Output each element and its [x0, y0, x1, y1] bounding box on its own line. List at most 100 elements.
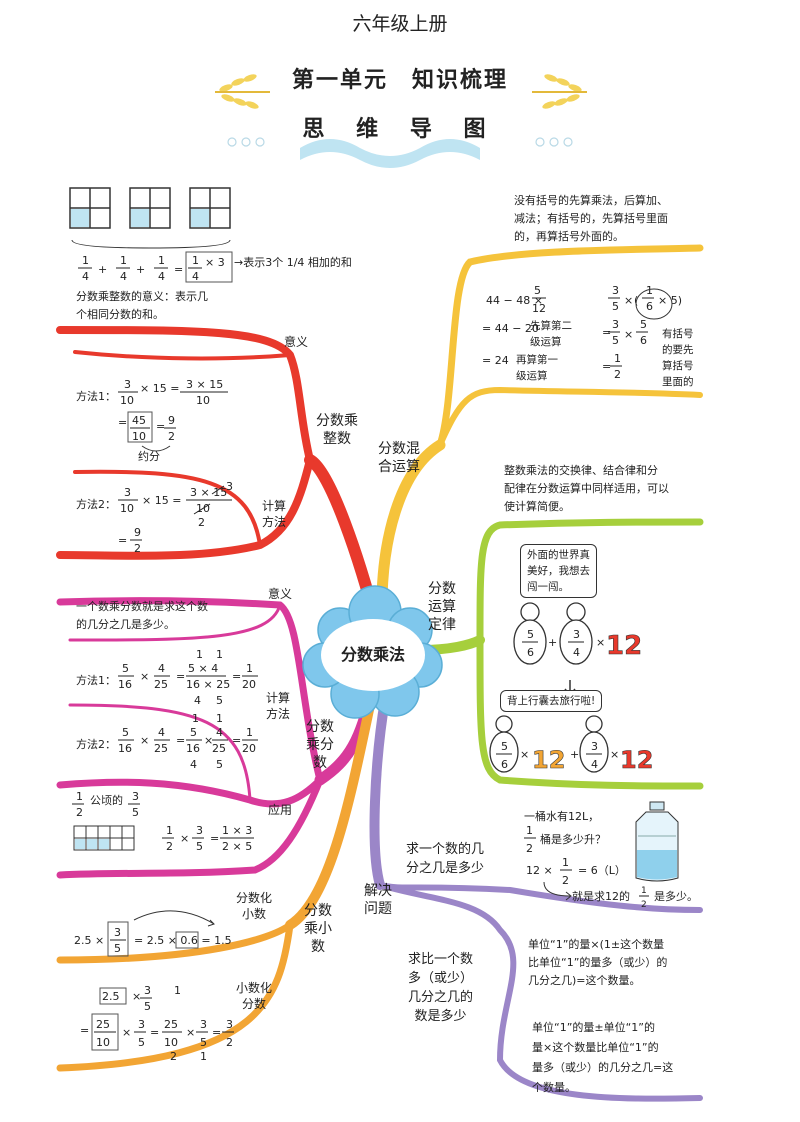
grade-title: 六年级上册 — [352, 13, 448, 35]
svg-text:1: 1 — [192, 254, 199, 267]
unit-title: 第一单元 知识梳理 — [291, 67, 508, 93]
svg-text:2 × 5: 2 × 5 — [222, 840, 252, 853]
svg-text:3: 3 — [114, 926, 121, 939]
svg-text:16: 16 — [118, 678, 132, 691]
svg-text:2: 2 — [166, 840, 173, 853]
bucket-ans: 就是求12的 — [572, 890, 630, 903]
svg-text:5: 5 — [132, 806, 139, 819]
frac-to-dec-expr: 35 — [107, 910, 215, 957]
ff-method2-label: 方法2： — [76, 738, 116, 751]
svg-text:5: 5 — [640, 318, 647, 331]
svg-text:×: × — [122, 1026, 131, 1039]
svg-text:×: × — [610, 748, 619, 761]
svg-text:1: 1 — [614, 352, 621, 365]
mindmap-title: 思 维 导 图 — [302, 116, 498, 142]
branch-orange — [56, 700, 375, 1072]
svg-text:2.5: 2.5 — [102, 990, 120, 1003]
mixed-expr-3: = 24 — [482, 354, 509, 367]
svg-text:3: 3 — [132, 790, 139, 803]
speech-bubble-2: 背上行囊去旅行啦! — [500, 690, 603, 712]
svg-text:=: = — [118, 534, 127, 547]
sub-calc-2: 计算 方法 — [266, 691, 291, 721]
svg-text:1: 1 — [216, 712, 223, 725]
svg-text:25: 25 — [96, 1018, 110, 1031]
svg-text:2: 2 — [526, 842, 533, 855]
svg-text:3: 3 — [612, 318, 619, 331]
bucket-q1: 一桶水有12L， — [524, 810, 600, 823]
note-bracket: 有括号 的要先 算括号 里面的 — [662, 328, 694, 388]
note-rule-b: 单位“1”的量±单位“1”的 量×这个数量比单位“1”的 量多（或少）的几分之几… — [532, 1021, 674, 1094]
header-decoration — [215, 74, 587, 168]
svg-text:1: 1 — [646, 284, 653, 297]
svg-text:=: = — [210, 832, 219, 845]
svg-text:3 × 15: 3 × 15 — [190, 486, 227, 499]
svg-text:3: 3 — [138, 1018, 145, 1031]
svg-text:6: 6 — [501, 758, 508, 771]
svg-text:9: 9 — [134, 526, 141, 539]
svg-text:5: 5 — [612, 334, 619, 347]
sub-frac-to-dec: 分数化 小数 — [236, 891, 273, 921]
svg-text:5: 5 — [216, 694, 223, 707]
bucket-expr: 12 × — [526, 864, 553, 877]
svg-text:10: 10 — [196, 394, 210, 407]
svg-text:1: 1 — [166, 824, 173, 837]
bucket-frac-half-3: 12 — [639, 886, 649, 910]
note-step2: 再算第一 级运算 — [516, 354, 558, 382]
sub-part-of-number: 求一个数的几 分之几是多少 — [406, 842, 485, 876]
svg-text:1: 1 — [246, 662, 253, 675]
svg-text:4: 4 — [158, 726, 165, 739]
svg-text:1: 1 — [196, 648, 203, 661]
center-topic: 分数乘法 — [340, 645, 405, 664]
svg-text:9: 9 — [168, 414, 175, 427]
svg-text:×: × — [624, 328, 633, 341]
svg-text:=: = — [176, 670, 185, 683]
svg-text:3: 3 — [226, 1018, 233, 1031]
svg-text:=: = — [602, 326, 611, 339]
svg-text:3: 3 — [591, 740, 598, 753]
svg-text:4: 4 — [573, 646, 580, 659]
svg-text:5: 5 — [122, 662, 129, 675]
center-cloud-inner — [321, 619, 425, 691]
sub-more-less: 求比一个数 多（或少） 几分之几的 数是多少 — [408, 952, 474, 1024]
svg-text:4: 4 — [216, 726, 223, 739]
svg-text:+: + — [570, 748, 579, 761]
reduce-note: 约分 — [138, 450, 160, 463]
svg-text:3: 3 — [200, 1018, 207, 1031]
bucket-q2: 桶是多少升？ — [540, 833, 606, 846]
note-step1: 先算第二 级运算 — [530, 320, 572, 348]
bracket-expr: 35 ×( 16 × 5) = 35 × 56 = 12 — [602, 284, 682, 381]
grid-diagrams — [69, 187, 231, 229]
svg-text:1: 1 — [216, 648, 223, 661]
note-mixed-rule: 没有括号的先算乘法，后算加、 减法；有括号的，先算括号里面 的，再算括号外面的。 — [514, 194, 668, 243]
branch-label-dec: 分数 乘小 数 — [304, 903, 332, 955]
svg-text:2: 2 — [170, 1050, 177, 1063]
svg-text:5: 5 — [122, 726, 129, 739]
note-ff-meaning: 一个数乘分数就是求这个数 的几分之几是多少。 — [76, 600, 208, 631]
svg-text:1: 1 — [192, 712, 199, 725]
svg-text:25: 25 — [154, 742, 168, 755]
svg-text:3: 3 — [226, 482, 233, 493]
svg-text:3: 3 — [612, 284, 619, 297]
mixed-expr-1: 44 − 48 × — [486, 294, 543, 307]
branch-label-ff: 分数 乘分 数 — [306, 719, 334, 771]
svg-text:3 × 15: 3 × 15 — [186, 378, 223, 391]
bucket-result: = 6（L） — [578, 864, 626, 877]
svg-text:5: 5 — [114, 942, 121, 955]
svg-text:=: = — [118, 416, 127, 429]
svg-text:×: × — [186, 1026, 195, 1039]
svg-text:5: 5 — [190, 726, 197, 739]
bucket-frac-half: 12 — [524, 824, 536, 855]
svg-text:4: 4 — [82, 270, 89, 283]
svg-text:×: × — [624, 294, 633, 307]
expr-times-3: × 3 — [205, 256, 225, 269]
note-repeated-add: →表示3个 1/4 相加的和 — [234, 256, 352, 269]
branch-label-mixed: 分数混 合运算 — [378, 441, 420, 475]
wheat-right-icon — [532, 74, 587, 109]
mixed-frac-5-12: 512 — [532, 284, 546, 315]
svg-text:4: 4 — [190, 758, 197, 771]
svg-text:=: = — [174, 263, 183, 276]
svg-text:=: = — [150, 1026, 159, 1039]
